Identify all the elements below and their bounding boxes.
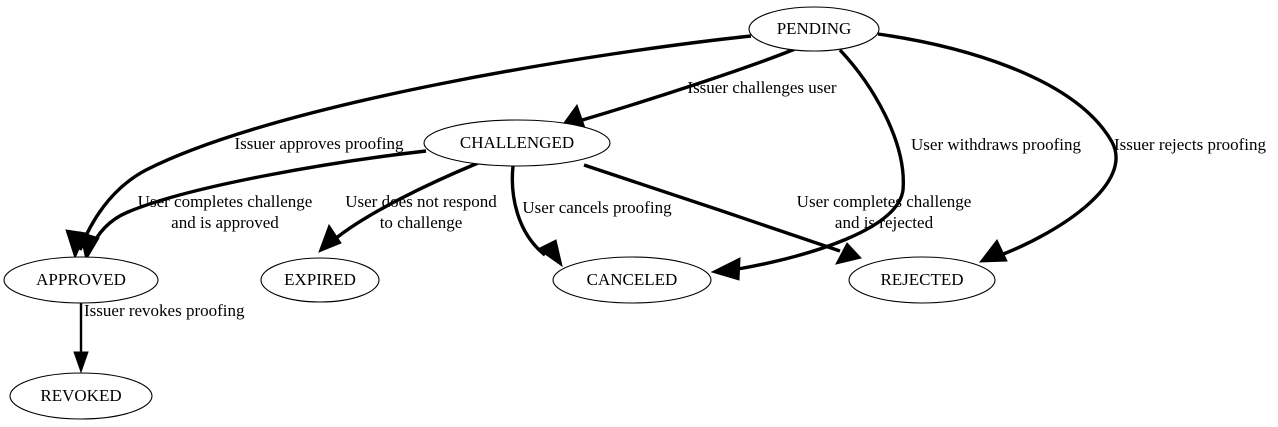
edge-label-line-2: to challenge: [380, 213, 463, 232]
edge-label-issuer-approves-proofing: Issuer approves proofing: [234, 134, 404, 153]
edge-challenged-to-canceled[interactable]: [510, 165, 563, 268]
node-label: CHALLENGED: [460, 133, 574, 152]
arrowhead-icon: [835, 242, 862, 265]
edge-path: [78, 34, 752, 251]
edge-approved-to-revoked[interactable]: [73, 303, 89, 374]
edge-label-user-completes-challenge-rejected: User completes challenge and is rejected: [797, 192, 972, 232]
node-approved[interactable]: APPROVED: [3, 256, 159, 304]
node-label: APPROVED: [36, 270, 126, 289]
edge-label-line-2: and is approved: [171, 213, 279, 232]
node-rejected[interactable]: REJECTED: [848, 256, 996, 304]
edge-label-line-2: and is rejected: [835, 213, 934, 232]
node-label: REVOKED: [40, 386, 121, 405]
edge-label-user-withdraws-proofing: User withdraws proofing: [911, 135, 1081, 154]
arrowhead-icon: [73, 351, 89, 374]
nodes-layer: PENDING CHALLENGED APPROVED EXPIRED CANC…: [3, 6, 996, 420]
edge-label-issuer-revokes-proofing: Issuer revokes proofing: [84, 301, 245, 320]
node-revoked[interactable]: REVOKED: [9, 372, 153, 420]
edge-label-user-completes-challenge-approved: User completes challenge and is approved: [138, 192, 313, 232]
edge-label-issuer-rejects-proofing: Issuer rejects proofing: [1114, 135, 1267, 154]
edge-path: [510, 165, 547, 257]
edge-pending-to-rejected[interactable]: [877, 32, 1118, 263]
arrowhead-icon: [318, 223, 342, 253]
node-label: REJECTED: [880, 270, 963, 289]
edge-path: [737, 48, 905, 271]
edge-path: [326, 161, 479, 247]
edge-path: [877, 32, 1118, 257]
edge-challenged-to-expired[interactable]: [318, 161, 479, 253]
arrowhead-icon: [710, 257, 741, 281]
node-shape: [848, 256, 996, 304]
arrowhead-icon: [537, 239, 563, 268]
node-shape: [552, 256, 712, 304]
edge-challenged-to-rejected[interactable]: [583, 163, 862, 265]
edge-labels-layer: Issuer challenges user User withdraws pr…: [84, 78, 1266, 320]
node-canceled[interactable]: CANCELED: [552, 256, 712, 304]
node-shape: [423, 119, 611, 167]
node-label: PENDING: [777, 19, 852, 38]
node-label: EXPIRED: [284, 270, 356, 289]
edge-label-line-1: User completes challenge: [797, 192, 972, 211]
edge-label-user-cancels-proofing: User cancels proofing: [522, 198, 672, 217]
edge-label-issuer-challenges-user: Issuer challenges user: [687, 78, 837, 97]
arrowhead-icon: [79, 231, 100, 262]
arrowhead-icon: [978, 239, 1008, 263]
node-challenged[interactable]: CHALLENGED: [423, 119, 611, 167]
edge-label-user-does-not-respond: User does not respond to challenge: [345, 192, 497, 232]
node-expired[interactable]: EXPIRED: [260, 257, 380, 303]
node-label: CANCELED: [587, 270, 678, 289]
edge-path: [583, 163, 841, 253]
edge-path: [87, 149, 427, 253]
edge-path: [578, 47, 796, 123]
edge-label-line-1: User completes challenge: [138, 192, 313, 211]
node-shape: [9, 372, 153, 420]
edges-layer: [65, 32, 1118, 374]
node-pending[interactable]: PENDING: [748, 6, 880, 52]
edge-label-line-1: User does not respond: [345, 192, 497, 211]
edge-challenged-to-approved[interactable]: [79, 149, 427, 262]
node-shape: [260, 257, 380, 303]
node-shape: [3, 256, 159, 304]
node-shape: [748, 6, 880, 52]
edge-pending-to-canceled[interactable]: [710, 48, 905, 281]
